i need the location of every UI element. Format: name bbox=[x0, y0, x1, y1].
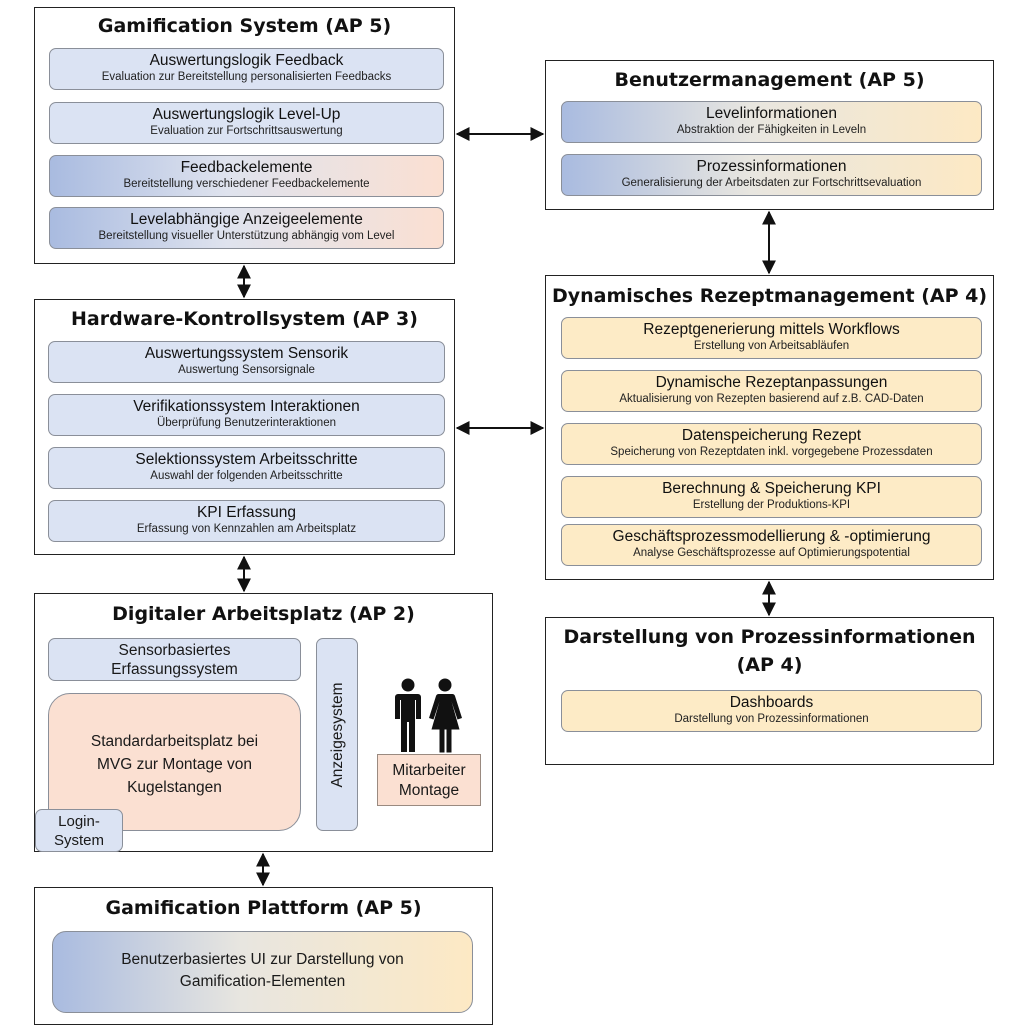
gamification-system-title: Gamification System (AP 5) bbox=[97, 15, 392, 37]
digitaler-arbeitsplatz-title: Digitaler Arbeitsplatz (AP 2) bbox=[112, 603, 415, 625]
mitarbeiter-montage-box[interactable]: Mitarbeiter Montage bbox=[377, 754, 481, 806]
benutzermanagement-title: Benutzermanagement (AP 5) bbox=[614, 69, 925, 91]
item-title: Dynamische Rezeptanpassungen bbox=[655, 374, 888, 391]
standard-line-1: Standardarbeitsplatz bei bbox=[90, 733, 259, 750]
item-title: Feedbackelemente bbox=[180, 159, 313, 176]
item-subtitle: Erstellung von Arbeitsabläufen bbox=[693, 340, 850, 352]
item-title: Selektionssystem Arbeitsschritte bbox=[135, 451, 358, 468]
item-subtitle: Auswertung Sensorsignale bbox=[178, 364, 315, 376]
item-subtitle: Erstellung der Produktions-KPI bbox=[692, 499, 851, 511]
item-title: Auswertungslogik Level-Up bbox=[152, 106, 341, 123]
item-subtitle: Erfassung von Kennzahlen am Arbeitsplatz bbox=[136, 523, 357, 535]
gamification-plattform-title: Gamification Plattform (AP 5) bbox=[105, 897, 422, 919]
item-title: Datenspeicherung Rezept bbox=[681, 427, 862, 444]
mitarbeiter-line-1: Mitarbeiter bbox=[392, 762, 466, 779]
hardware-kontrollsystem-title: Hardware-Kontrollsystem (AP 3) bbox=[71, 308, 418, 330]
benutzermanagement-panel: Benutzermanagement (AP 5) Levelinformati… bbox=[545, 60, 994, 210]
item-title: Auswertungssystem Sensorik bbox=[144, 345, 349, 362]
gamification-system-panel: Gamification System (AP 5) Auswertungslo… bbox=[34, 7, 455, 264]
item-title: Levelinformationen bbox=[706, 105, 837, 122]
hardware-kontrollsystem-panel: Hardware-Kontrollsystem (AP 3) Auswertun… bbox=[34, 299, 455, 555]
item-title: Dashboards bbox=[729, 694, 814, 711]
sensor-line-2: Erfassungssystem bbox=[111, 661, 238, 678]
item-feedbackelemente[interactable]: Feedbackelemente Bereitstellung verschie… bbox=[49, 155, 444, 197]
item-auswertungslogik-level-up[interactable]: Auswertungslogik Level-Up Evaluation zur… bbox=[49, 102, 444, 144]
item-subtitle: Überprüfung Benutzerinteraktionen bbox=[156, 417, 336, 429]
prozessinformationen-title-2: (AP 4) bbox=[736, 654, 803, 676]
item-subtitle: Evaluation zur Fortschrittsauswertung bbox=[150, 125, 343, 137]
ui-line-1: Benutzerbasiertes UI zur Darstellung von bbox=[121, 951, 404, 968]
item-prozessinformationen[interactable]: Prozessinformationen Generalisierung der… bbox=[561, 154, 982, 196]
item-dynamische-rezeptanpassungen[interactable]: Dynamische Rezeptanpassungen Aktualisier… bbox=[561, 370, 982, 412]
item-selektionssystem-arbeitsschritte[interactable]: Selektionssystem Arbeitsschritte Auswahl… bbox=[48, 447, 445, 489]
item-subtitle: Speicherung von Rezeptdaten inkl. vorgeg… bbox=[610, 446, 933, 458]
mitarbeiter-line-2: Montage bbox=[398, 782, 460, 799]
item-levelinformationen[interactable]: Levelinformationen Abstraktion der Fähig… bbox=[561, 101, 982, 143]
item-subtitle: Evaluation zur Bereitstellung personalis… bbox=[101, 71, 392, 83]
item-dashboards[interactable]: Dashboards Darstellung von Prozessinform… bbox=[561, 690, 982, 732]
item-datenspeicherung-rezept[interactable]: Datenspeicherung Rezept Speicherung von … bbox=[561, 423, 982, 465]
gamification-plattform-panel: Gamification Plattform (AP 5) Benutzerba… bbox=[34, 887, 493, 1025]
item-geschaeftsprozessmodellierung[interactable]: Geschäftsprozessmodellierung & -optimier… bbox=[561, 524, 982, 566]
standard-line-2: MVG zur Montage von bbox=[96, 756, 253, 773]
standardarbeitsplatz-box[interactable]: Standardarbeitsplatz bei MVG zur Montage… bbox=[48, 693, 301, 831]
item-levelabhaengige-anzeigeelemente[interactable]: Levelabhängige Anzeigeelemente Bereitste… bbox=[49, 207, 444, 249]
item-auswertungssystem-sensorik[interactable]: Auswertungssystem Sensorik Auswertung Se… bbox=[48, 341, 445, 383]
item-verifikationssystem-interaktionen[interactable]: Verifikationssystem Interaktionen Überpr… bbox=[48, 394, 445, 436]
item-title: Geschäftsprozessmodellierung & -optimier… bbox=[612, 528, 931, 545]
worker-icons bbox=[395, 678, 462, 753]
item-subtitle: Generalisierung der Arbeitsdaten zur For… bbox=[621, 177, 922, 189]
login-line-2: System bbox=[53, 832, 104, 849]
item-kpi-erfassung[interactable]: KPI Erfassung Erfassung von Kennzahlen a… bbox=[48, 500, 445, 542]
anzeigesystem-box[interactable]: Anzeigesystem bbox=[316, 638, 358, 831]
item-title: KPI Erfassung bbox=[196, 504, 297, 521]
item-title: Levelabhängige Anzeigeelemente bbox=[130, 211, 363, 228]
item-subtitle: Abstraktion der Fähigkeiten in Leveln bbox=[676, 124, 867, 136]
prozessinformationen-title-1: Darstellung von Prozessinformationen bbox=[563, 626, 976, 648]
sensor-erfassungssystem-box[interactable]: Sensorbasiertes Erfassungssystem bbox=[48, 638, 301, 681]
item-title: Auswertungslogik Feedback bbox=[149, 52, 344, 69]
item-subtitle: Auswahl der folgenden Arbeitsschritte bbox=[150, 470, 343, 482]
standard-line-3: Kugelstangen bbox=[127, 779, 222, 796]
rezeptmanagement-title: Dynamisches Rezeptmanagement (AP 4) bbox=[551, 285, 988, 307]
ui-line-2: Gamification-Elementen bbox=[179, 973, 346, 990]
login-system-box[interactable]: Login- System bbox=[35, 809, 123, 852]
login-line-1: Login- bbox=[58, 813, 100, 830]
item-title: Verifikationssystem Interaktionen bbox=[133, 398, 360, 415]
sensor-line-1: Sensorbasiertes bbox=[118, 642, 231, 659]
item-rezeptgenerierung[interactable]: Rezeptgenerierung mittels Workflows Erst… bbox=[561, 317, 982, 359]
item-title: Prozessinformationen bbox=[696, 158, 847, 175]
rezeptmanagement-panel: Dynamisches Rezeptmanagement (AP 4) Reze… bbox=[545, 275, 994, 580]
prozessinformationen-panel: Darstellung von Prozessinformationen (AP… bbox=[545, 617, 994, 765]
item-title: Rezeptgenerierung mittels Workflows bbox=[643, 321, 900, 338]
female-worker-icon bbox=[429, 678, 462, 753]
item-subtitle: Analyse Geschäftsprozesse auf Optimierun… bbox=[633, 547, 910, 559]
item-auswertungslogik-feedback[interactable]: Auswertungslogik Feedback Evaluation zur… bbox=[49, 48, 444, 90]
item-title: Berechnung & Speicherung KPI bbox=[662, 480, 881, 497]
digitaler-arbeitsplatz-panel: Digitaler Arbeitsplatz (AP 2) Sensorbasi… bbox=[34, 593, 493, 852]
item-subtitle: Darstellung von Prozessinformationen bbox=[674, 713, 869, 725]
item-subtitle: Bereitstellung verschiedener Feedbackele… bbox=[123, 178, 370, 190]
item-subtitle: Bereitstellung visueller Unterstützung a… bbox=[98, 230, 395, 242]
item-subtitle: Aktualisierung von Rezepten basierend au… bbox=[619, 393, 924, 405]
male-worker-icon bbox=[395, 678, 421, 752]
item-berechnung-speicherung-kpi[interactable]: Berechnung & Speicherung KPI Erstellung … bbox=[561, 476, 982, 518]
benutzerbasiertes-ui-box[interactable]: Benutzerbasiertes UI zur Darstellung von… bbox=[52, 931, 473, 1013]
